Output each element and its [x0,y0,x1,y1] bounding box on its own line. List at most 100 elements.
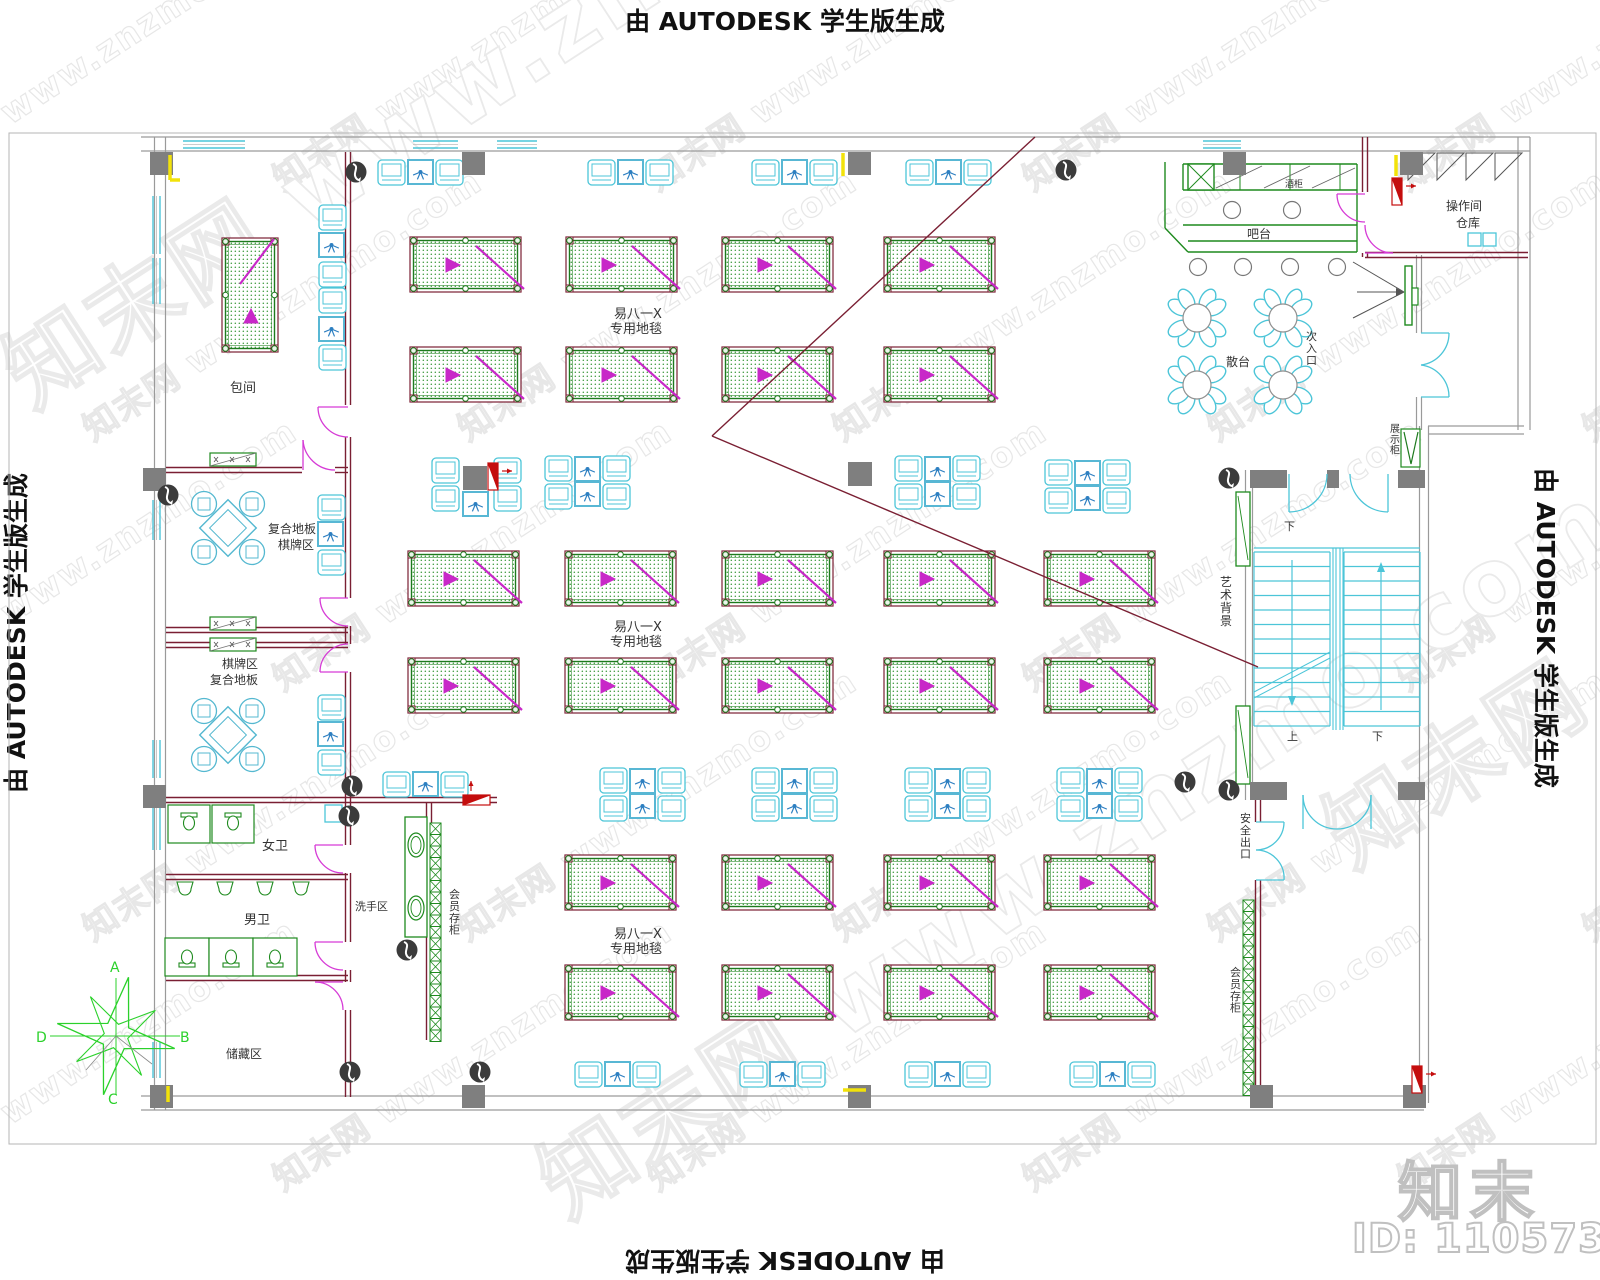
plant-icon [615,1072,620,1076]
pocket [722,855,729,862]
pocket [1044,855,1051,862]
fire-exit-marker [462,794,491,806]
plant-icon [628,170,633,174]
break-line [1253,657,1331,699]
chair [797,1061,826,1088]
level-marker [1230,795,1234,800]
pocket [988,1013,995,1020]
pocket [462,285,469,292]
pocket [670,347,677,354]
chair [431,457,460,484]
chair [578,1065,599,1079]
chair [755,163,776,177]
chair [238,745,266,773]
chair [318,261,347,288]
pocket [410,347,417,354]
label: 散台 [1226,354,1250,369]
locker-cell [429,845,442,858]
pocket [988,237,995,244]
rack-triangle [445,257,462,273]
billiard-table [564,854,680,911]
chair [317,749,346,776]
bar-stool [1188,257,1208,277]
chair [952,483,981,510]
level-marker [396,939,418,961]
wall-line [1187,163,1215,191]
chair [813,799,834,813]
chair [908,799,929,813]
pocket [774,395,781,402]
toilet [266,949,284,968]
chair [809,159,838,186]
chair [599,767,628,794]
label: 吧台 [1247,226,1271,241]
chair [318,287,347,314]
pocket [774,658,781,665]
label: B [180,1030,190,1046]
pocket [884,347,891,354]
znzmo-logo: 知末 [1397,1156,1542,1232]
level-marker [351,1077,355,1082]
mahjong-table [208,508,248,548]
billiard-table [883,236,999,293]
pocket [514,395,521,402]
locker-cell [429,891,442,904]
side-table [604,1061,631,1087]
plant-icon [640,779,645,783]
rack-triangle [601,257,618,273]
pocket [936,706,943,713]
chair [801,1065,822,1079]
arrow [1352,261,1405,293]
urinal [216,881,234,896]
pocket [936,237,943,244]
level-marker [353,791,357,796]
rack-triangle [757,367,774,383]
pocket [774,599,781,606]
chair [908,1065,929,1079]
side-table [604,1061,631,1087]
pocket [1148,965,1155,972]
label: 安全出口 [1240,811,1251,861]
column [848,462,872,486]
cue-line [1109,863,1159,908]
chair [1102,459,1131,486]
locker-cell [1242,1014,1255,1027]
rack-triangle [919,985,936,1001]
pocket [884,1013,891,1020]
pocket [669,903,676,910]
seat [1467,232,1482,247]
chair [952,483,981,510]
level-marker [476,1063,483,1081]
toilet [222,949,240,968]
chair [962,767,991,794]
sink [410,899,422,917]
pocket [222,238,229,245]
chair [1127,1061,1156,1088]
cue-line [1109,559,1159,604]
chair [632,1061,661,1088]
pocket [774,347,781,354]
pocket [462,347,469,354]
wall-line [85,1035,117,1071]
chair [602,455,631,482]
pocket [884,903,891,910]
chair [381,163,402,177]
chair [1114,795,1143,822]
plant-icon [945,779,950,783]
cue-line [630,559,680,604]
pocket [722,347,729,354]
arrow [1352,291,1405,319]
chair [1044,487,1073,514]
label: 专用地毯 [610,942,662,957]
pocket [722,551,729,558]
pocket [565,599,572,606]
pocket [617,706,624,713]
level-marker [341,775,363,797]
level-marker [1186,787,1190,792]
urinal [216,881,234,896]
level-marker [352,163,359,181]
chair [894,483,923,510]
chair [966,799,987,813]
label: 酒柜 [1285,178,1303,190]
bar-stool [1327,257,1347,277]
